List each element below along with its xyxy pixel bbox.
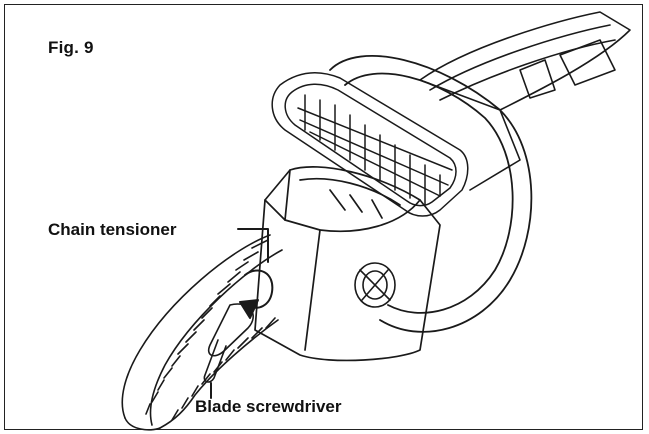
figure-label: Fig. 9 [48, 38, 94, 57]
screwdriver-tool [203, 303, 254, 383]
leader-lines [210, 228, 269, 399]
guide-bar-chain [121, 234, 283, 431]
rear-handle [419, 11, 631, 191]
hand-guard [271, 71, 469, 217]
chainsaw-body [254, 166, 441, 362]
front-handle [329, 55, 533, 333]
chain-tensioner-label: Chain tensioner [48, 220, 177, 239]
blade-screwdriver-label: Blade screwdriver [195, 397, 342, 416]
oil-cap [354, 262, 396, 308]
